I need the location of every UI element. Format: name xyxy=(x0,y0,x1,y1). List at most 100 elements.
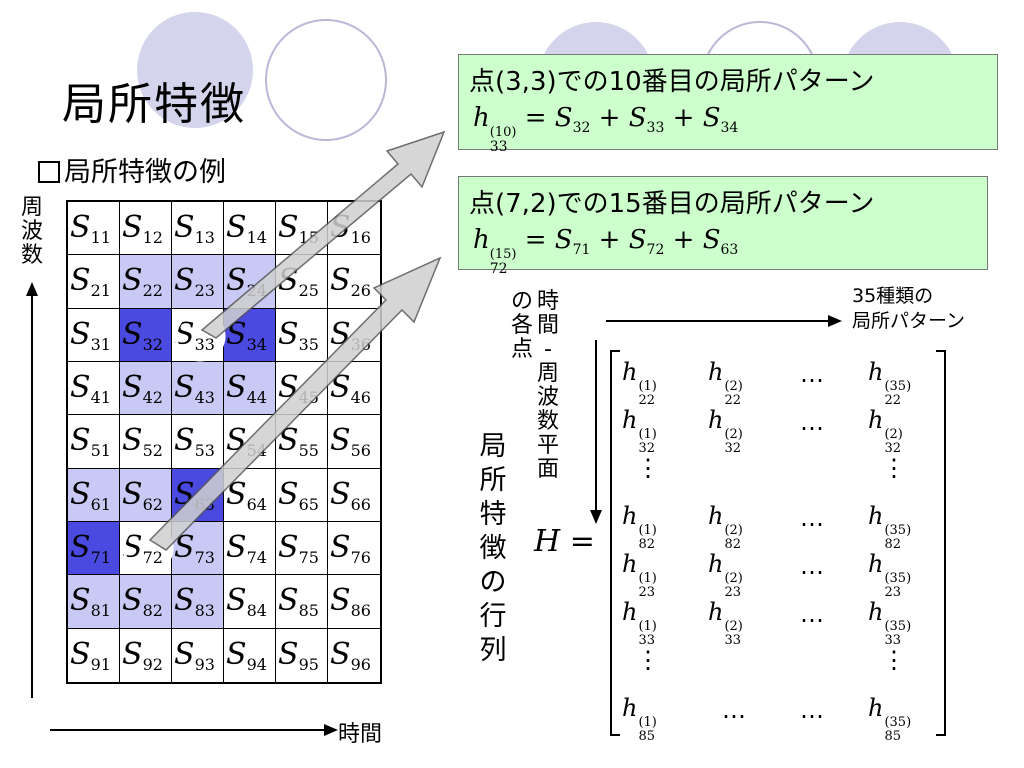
entry-symbol: h xyxy=(622,358,638,386)
term-symbol: S xyxy=(702,103,721,133)
matrix-entry: ⋮ xyxy=(882,454,906,482)
grid-cell-42: S42 xyxy=(120,361,172,416)
cell-symbol: S xyxy=(226,636,247,672)
cell-symbol: S xyxy=(122,583,143,619)
cell-label: S92 xyxy=(122,637,163,674)
cell-index: 83 xyxy=(194,601,215,621)
cell-symbol: S xyxy=(278,476,299,512)
entry-indices: (2)32 xyxy=(884,428,902,456)
entry-indices: (2)22 xyxy=(724,380,742,408)
cell-label: S86 xyxy=(330,583,371,620)
entry-sub: 33 xyxy=(638,633,656,648)
cell-symbol: S xyxy=(70,369,91,405)
term-index: 32 xyxy=(572,120,591,137)
vertical-char: 点 xyxy=(510,337,533,362)
cell-index: 23 xyxy=(194,281,215,301)
bullet-square-icon xyxy=(38,161,60,183)
vertical-char: 時 xyxy=(536,289,559,314)
cell-label: S51 xyxy=(70,423,111,460)
vertical-char: 間 xyxy=(536,313,559,338)
entry-sup: (35) xyxy=(884,379,912,394)
vertical-char: 各 xyxy=(510,313,533,338)
entry-symbol: h xyxy=(708,502,724,530)
cell-symbol: S xyxy=(174,263,195,299)
matrix-entry: ⋮ xyxy=(636,646,660,674)
matrix-right-bracket xyxy=(936,350,946,736)
cell-index: 73 xyxy=(194,547,215,567)
lhs-indices: (10)33 xyxy=(489,126,517,155)
term-index: 71 xyxy=(572,242,591,259)
grid-cell-76: S76 xyxy=(328,522,380,576)
cell-index: 26 xyxy=(350,281,371,301)
grid-cell-75: S75 xyxy=(276,521,328,576)
columns-axis-arrow xyxy=(606,315,842,327)
cell-index: 61 xyxy=(90,494,111,514)
cell-label: S91 xyxy=(70,637,111,674)
cell-index: 22 xyxy=(142,281,163,301)
pattern-1-equation: h(10)33 = S32 + S33 + S34 xyxy=(473,103,738,154)
cell-index: 86 xyxy=(350,601,371,621)
matrix-entry: h(2)23 xyxy=(708,550,743,600)
grid-cell-64: S64 xyxy=(224,468,276,522)
cell-label: S66 xyxy=(330,477,371,514)
cell-index: 75 xyxy=(298,547,319,567)
vertical-char: 周 xyxy=(20,195,43,220)
points-label-col2: 時間-周波数平面 xyxy=(536,290,560,482)
cell-label: S42 xyxy=(122,370,163,407)
columns-label: 35種類の局所パターン xyxy=(852,285,966,332)
matrix-entry: h(1)85 xyxy=(622,694,657,744)
cell-symbol: S xyxy=(174,423,195,459)
grid-cell-41: S41 xyxy=(68,361,120,416)
cell-label: S31 xyxy=(70,317,111,354)
subtitle-text: 局所特徴の例 xyxy=(64,157,226,188)
cell-index: 16 xyxy=(350,228,371,247)
cell-index: 53 xyxy=(194,441,215,461)
vertical-char: の xyxy=(479,567,507,598)
cell-index: 93 xyxy=(194,654,215,674)
cell-label: S43 xyxy=(174,370,215,407)
cell-label: S61 xyxy=(70,477,111,514)
matrix-entry: ⋯ xyxy=(800,366,824,394)
cell-label: S55 xyxy=(278,423,319,460)
matrix-entry: h(1)33 xyxy=(622,598,657,648)
pattern-2-heading: 点(7,2)での15番目の局所パターン xyxy=(469,189,875,219)
matrix-entry: h(2)32 xyxy=(708,406,743,456)
vertical-char: 波 xyxy=(20,219,43,244)
pattern-box-1: 点(3,3)での10番目の局所パターン h(10)33 = S32 + S33 … xyxy=(458,54,998,154)
cell-symbol: S xyxy=(122,263,143,299)
entry-sub: 22 xyxy=(884,393,902,408)
cell-symbol: S xyxy=(122,476,143,512)
entry-sub: 23 xyxy=(638,585,656,600)
grid-cell-53: S53 xyxy=(172,415,224,469)
cell-label: S56 xyxy=(330,423,371,460)
entry-sub: 22 xyxy=(638,393,656,408)
cell-label: S13 xyxy=(174,210,215,247)
cell-label: S35 xyxy=(278,317,319,354)
entry-sup: (35) xyxy=(884,619,912,634)
cell-label: S71 xyxy=(70,530,111,567)
grid-cell-31: S31 xyxy=(68,308,120,362)
entry-symbol: h xyxy=(622,694,638,722)
entry-indices: (35)23 xyxy=(884,572,911,600)
grid-cell-83: S83 xyxy=(172,575,224,629)
grid-cell-81: S81 xyxy=(68,575,120,629)
cell-label: S96 xyxy=(330,637,371,674)
cell-label: S94 xyxy=(226,637,267,674)
entry-indices: (35)33 xyxy=(884,620,911,648)
cell-index: 95 xyxy=(298,654,319,674)
entry-sup: (2) xyxy=(724,571,743,586)
lhs-symbol: h xyxy=(473,103,490,133)
entry-sup: (2) xyxy=(724,379,743,394)
matrix-entry: ⋮ xyxy=(636,454,660,482)
vertical-char: 行 xyxy=(479,601,507,632)
cell-symbol: S xyxy=(226,476,247,512)
entry-sup: (2) xyxy=(724,523,743,538)
cell-symbol: S xyxy=(226,210,247,245)
term-symbol: S xyxy=(628,103,647,133)
cell-symbol: S xyxy=(70,316,91,352)
lhs-sub: 33 xyxy=(489,139,508,155)
grid-cell-65: S65 xyxy=(276,468,328,522)
cell-symbol: S xyxy=(226,583,247,619)
matrix-name-label: 局所特徴の行列 xyxy=(478,430,508,668)
